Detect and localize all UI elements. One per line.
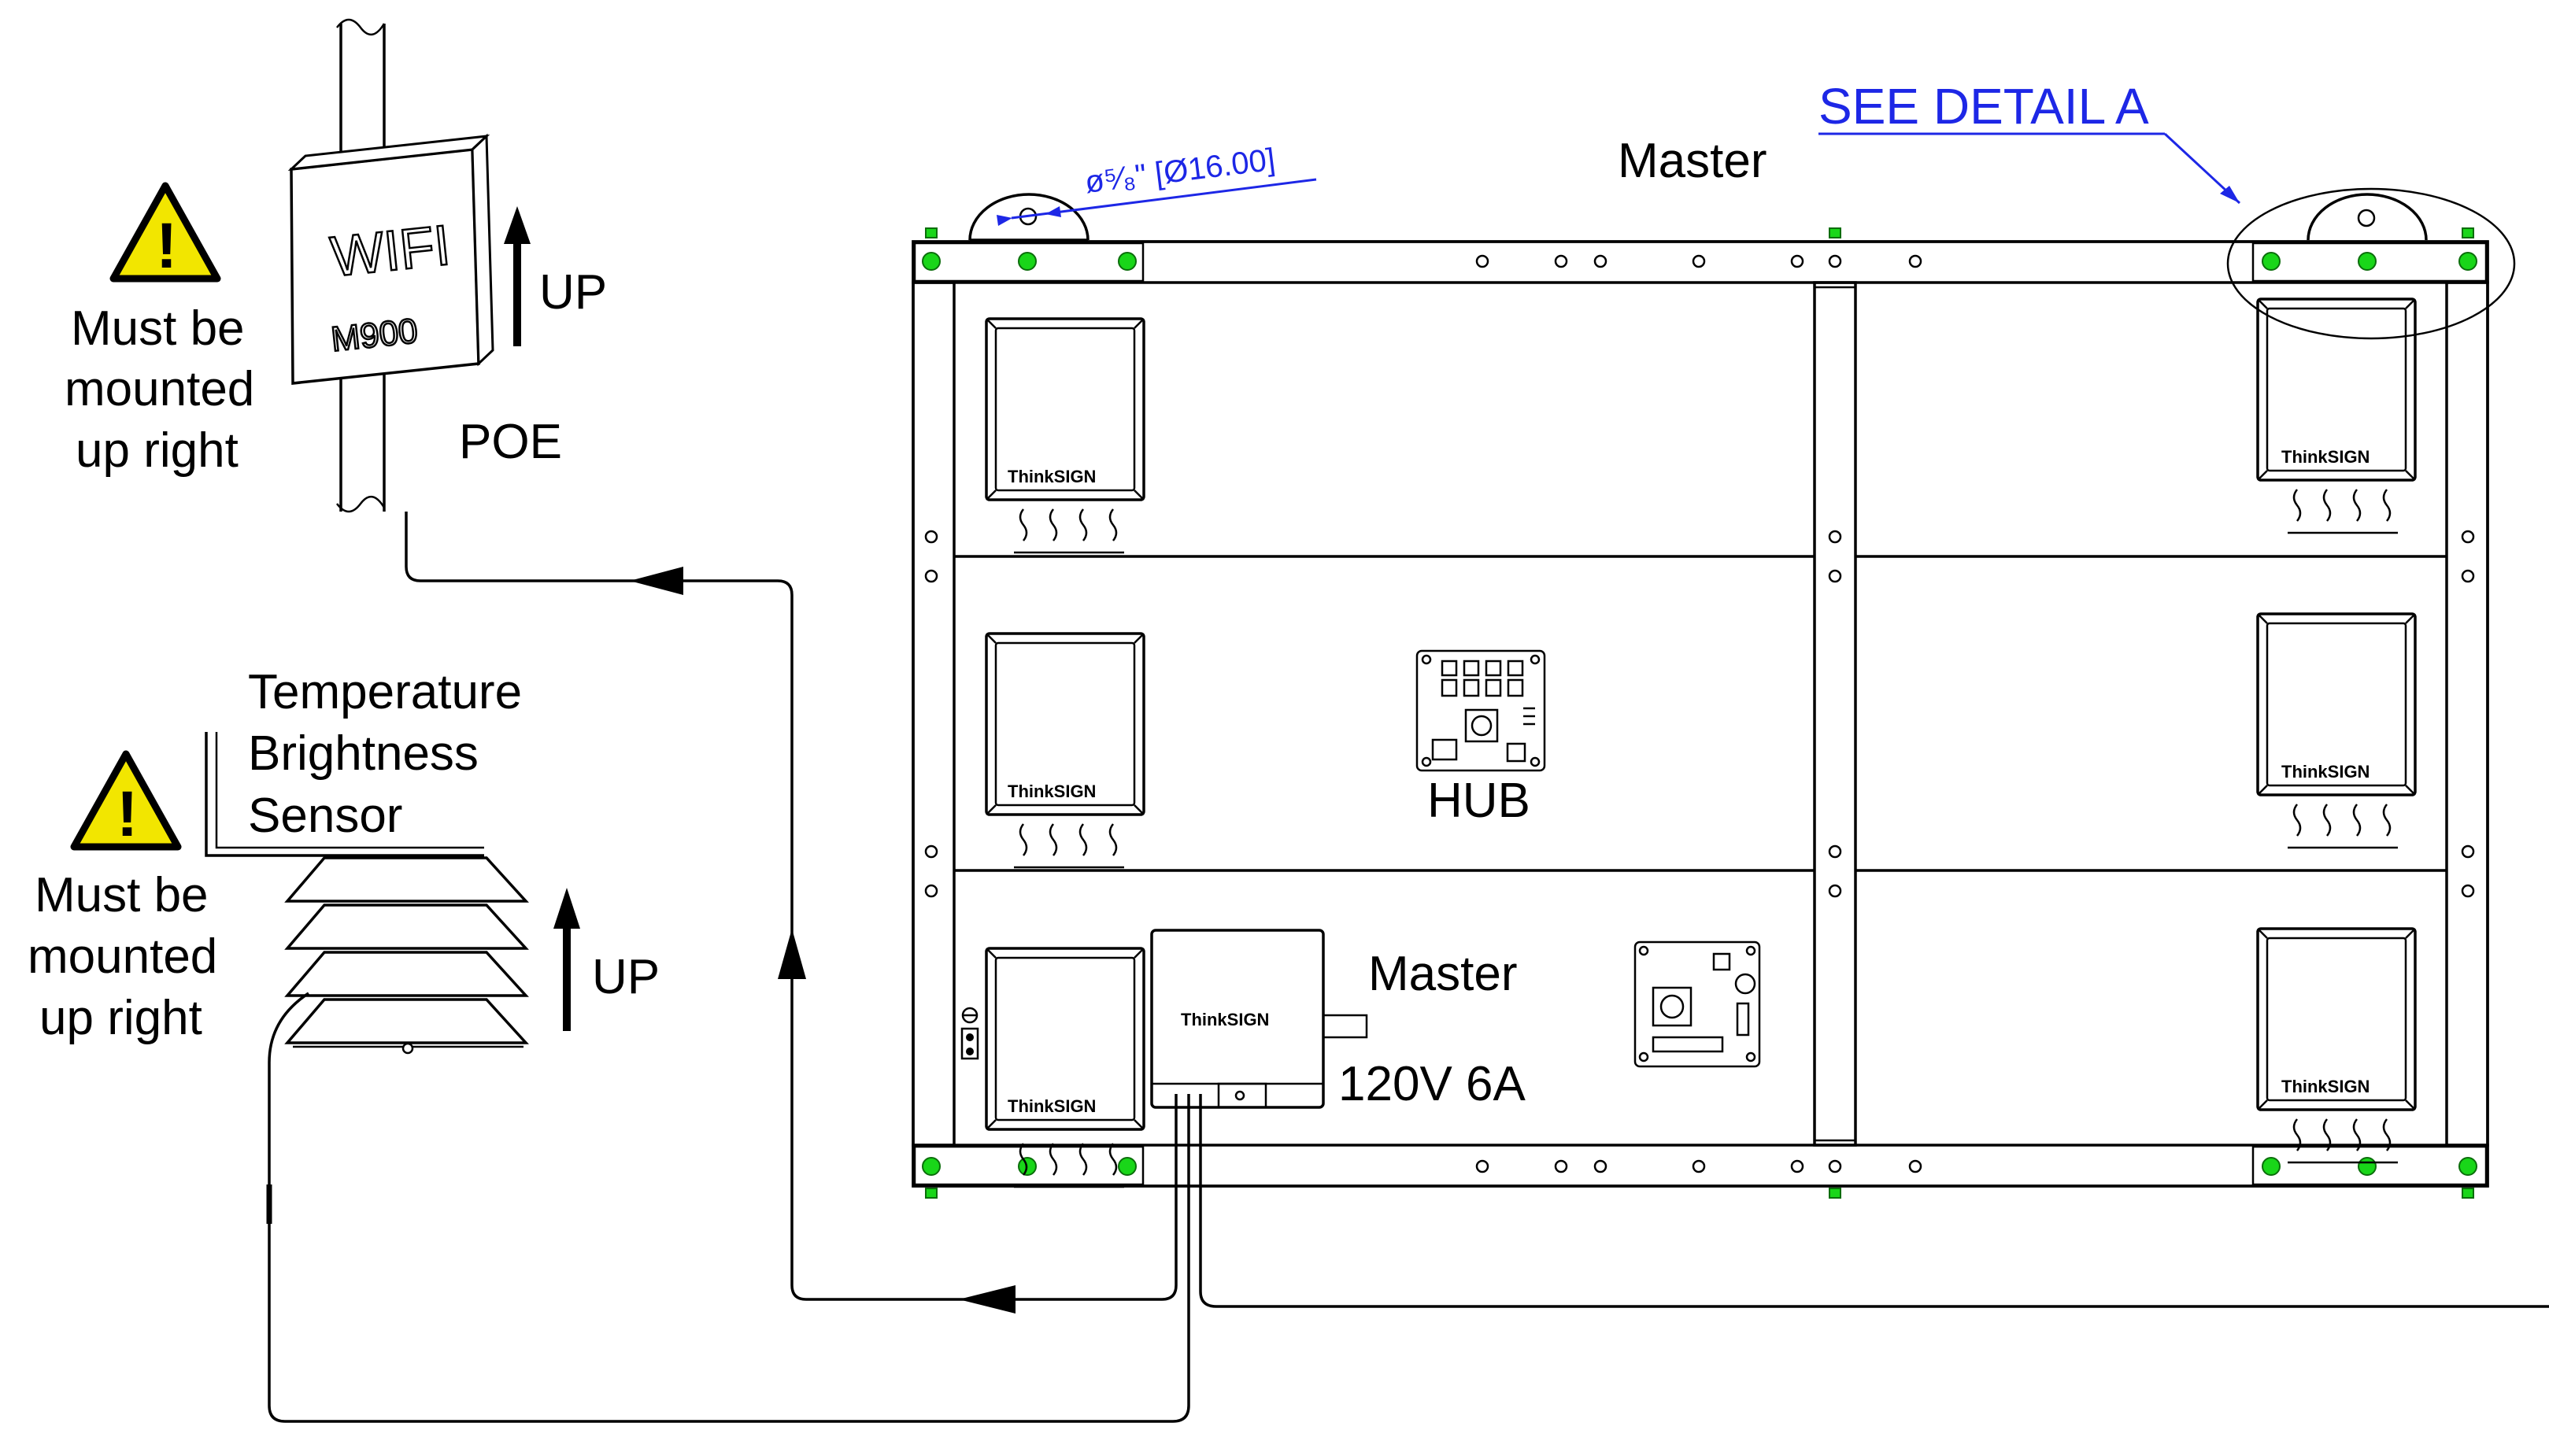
svg-text:ThinkSIGN: ThinkSIGN [2281, 447, 2370, 467]
warning-symbol: ! [156, 210, 177, 282]
warning-icon: ! [70, 750, 182, 851]
hub-label: HUB [1427, 774, 1530, 828]
svg-text:ThinkSIGN: ThinkSIGN [2281, 762, 2370, 782]
module-left-top: ThinkSIGN [985, 317, 1145, 554]
hub-board [1415, 649, 1546, 772]
sensor-cable [266, 992, 1190, 1423]
wifi-label: WIFI [327, 214, 453, 289]
up-arrow-icon [504, 206, 531, 346]
up-arrow-icon [553, 888, 580, 1031]
detail-a-callout-ellipse [2226, 187, 2516, 340]
psu-rating-label: 120V 6A [1338, 1057, 1526, 1111]
module-left-middle: ThinkSIGN [985, 632, 1145, 869]
svg-text:ThinkSIGN: ThinkSIGN [1008, 782, 1096, 801]
svg-text:ThinkSIGN: ThinkSIGN [1008, 467, 1096, 486]
svg-text:Sensor: Sensor [248, 789, 402, 843]
wifi-warning-text: Must be mounted up right [65, 301, 254, 478]
module-left-bottom: ThinkSIGN [985, 947, 1145, 1188]
psu-master-label: Master [1368, 947, 1517, 1001]
svg-text:Temperature: Temperature [248, 665, 522, 719]
temperature-brightness-sensor [205, 732, 529, 1055]
fasteners [922, 227, 2477, 1199]
detail-leader [1818, 132, 2241, 205]
poe-label: POE [459, 415, 562, 469]
warning-icon: ! [109, 182, 221, 283]
ground-icon [960, 1007, 979, 1060]
lifting-eye [968, 193, 1090, 242]
lifting-eye [2307, 193, 2428, 241]
svg-text:Must be: Must be [35, 868, 209, 922]
control-card [1633, 940, 1761, 1068]
svg-text:Brightness: Brightness [248, 726, 479, 781]
svg-text:mounted: mounted [65, 362, 254, 416]
svg-text:up right: up right [39, 991, 202, 1045]
sensor-warning-text: Must be mounted up right [28, 868, 217, 1045]
mounting-holes [924, 254, 2475, 1173]
svg-text:ThinkSIGN: ThinkSIGN [1181, 1010, 1269, 1029]
svg-text:mounted: mounted [28, 929, 217, 984]
wifi-antenna-unit: WIFI M900 [287, 18, 494, 513]
wifi-up-label: UP [539, 265, 607, 320]
power-supply-master: ThinkSIGN [1150, 929, 1368, 1109]
module-right-middle: ThinkSIGN [2256, 612, 2417, 849]
dimension-callout: ø⁵⁄₈" [Ø16.00] [997, 142, 1317, 226]
see-detail-a-label: SEE DETAIL A [1818, 78, 2149, 135]
poe-cable [405, 512, 1178, 1314]
dimension-label: ø⁵⁄₈" [Ø16.00] [1083, 142, 1278, 200]
power-cable [1199, 1094, 2549, 1308]
warning-symbol: ! [117, 778, 138, 850]
cabinet-frame [912, 240, 2489, 1188]
sensor-label: Temperature Brightness Sensor [248, 665, 522, 843]
svg-text:ThinkSIGN: ThinkSIGN [1008, 1096, 1096, 1116]
module-right-top: ThinkSIGN [2256, 297, 2417, 534]
svg-text:Must be: Must be [71, 301, 245, 356]
svg-text:up right: up right [76, 423, 239, 478]
svg-text:ThinkSIGN: ThinkSIGN [2281, 1077, 2370, 1096]
master-top-label: Master [1618, 134, 1767, 188]
module-right-bottom: ThinkSIGN [2256, 927, 2417, 1164]
sensor-up-label: UP [592, 950, 660, 1004]
